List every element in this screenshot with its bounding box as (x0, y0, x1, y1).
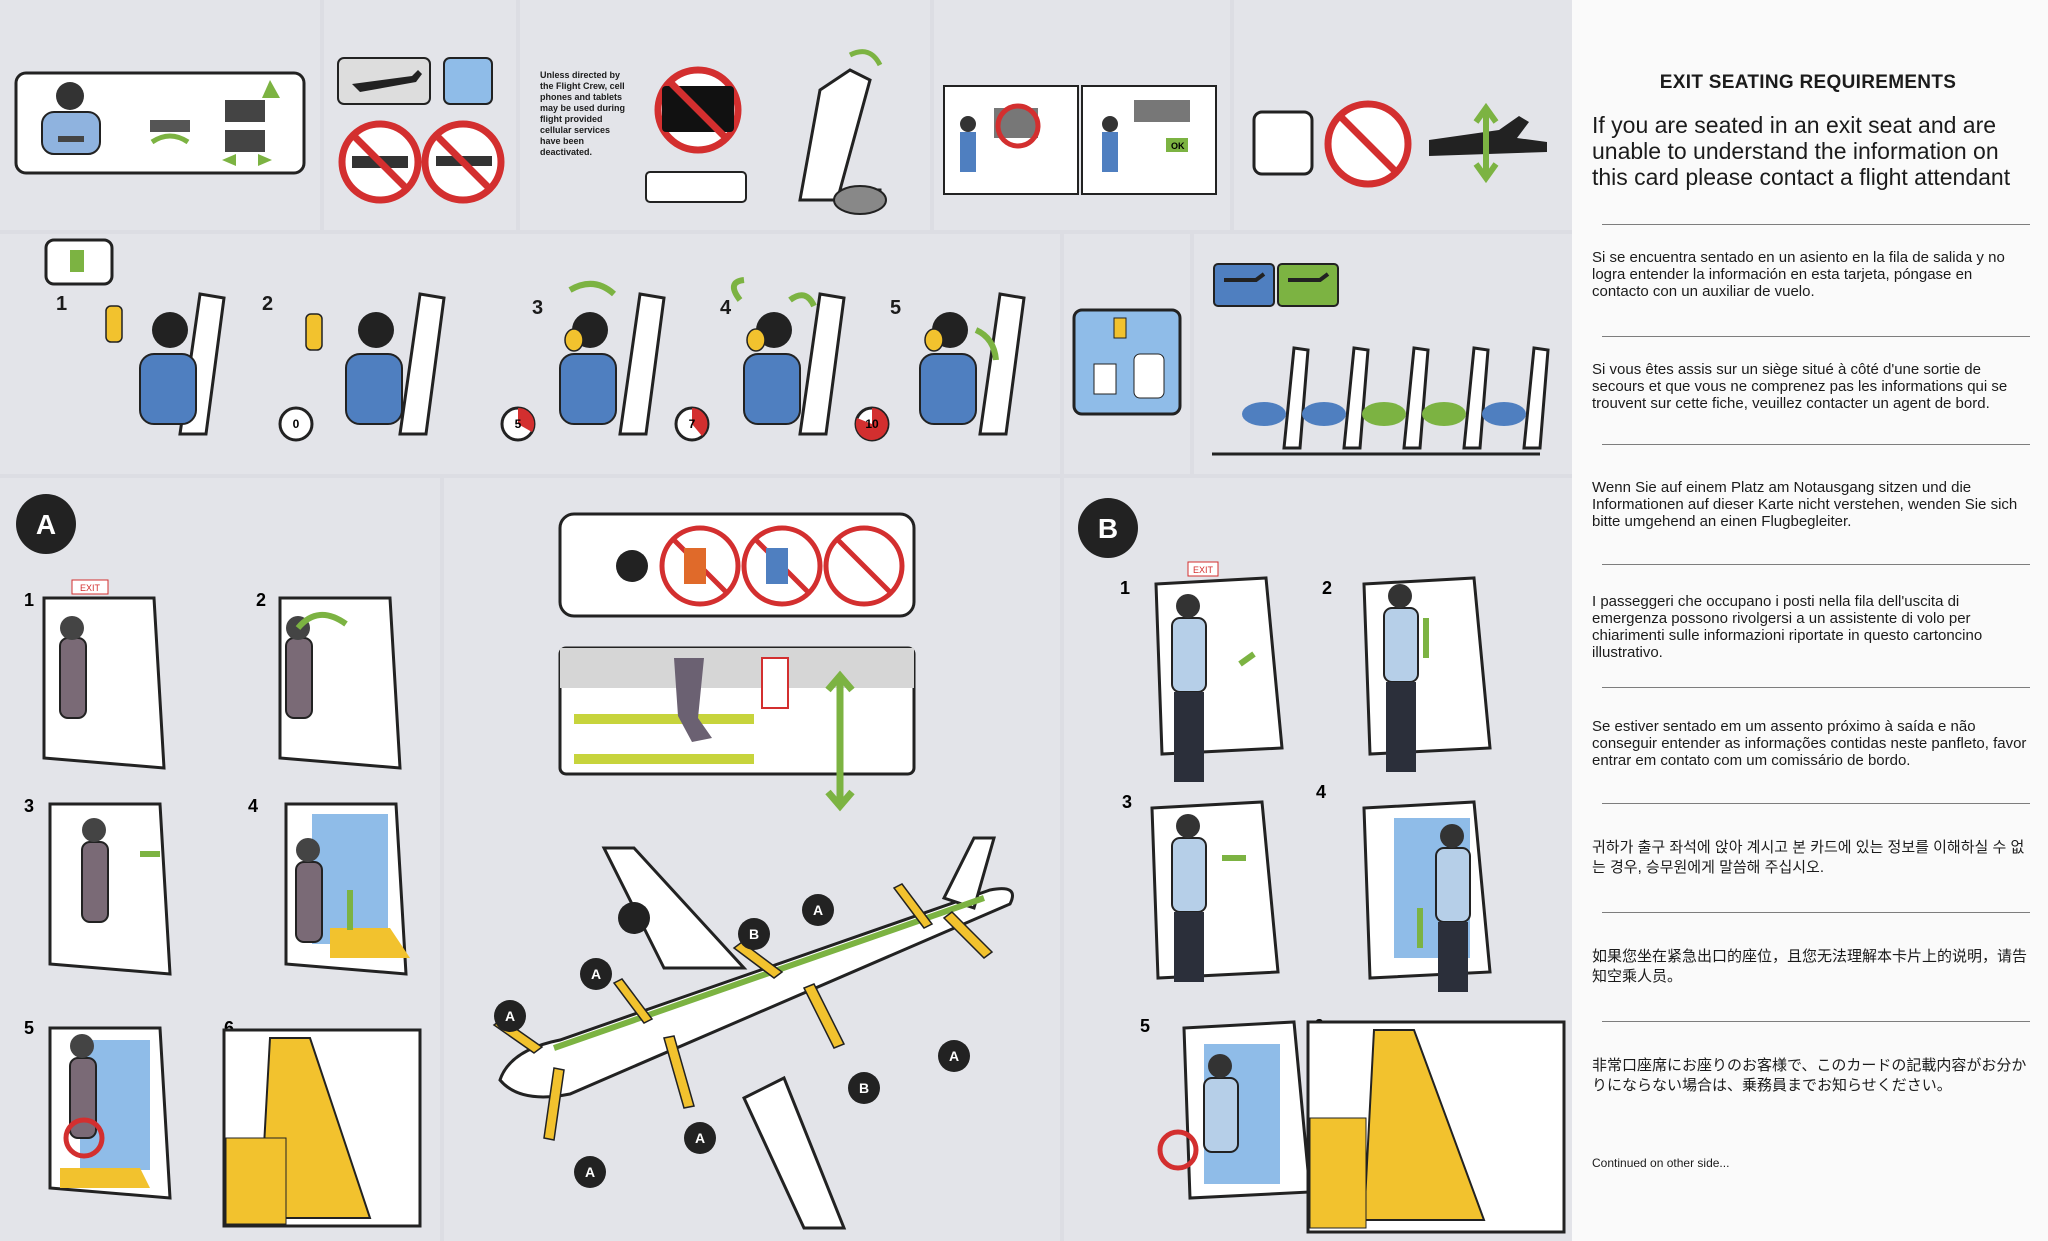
step-number: 3 (1122, 792, 1132, 812)
french-instruction: Si vous êtes assis sur un siège situé à … (1592, 361, 2008, 412)
exit-seating-requirements: EXIT SEATING REQUIREMENTS If you are sea… (1572, 0, 2048, 1241)
section-b-panel: B EXIT 1 2 3 4 5 6 (1064, 478, 1572, 1241)
japanese-instruction: 非常口座席にお座りのお客様で、このカードの記載内容がお分かりにならない場合は、乗… (1592, 1057, 2027, 1094)
timer-value: 5 (515, 417, 522, 431)
oxygen-mask-panel: 1 2 3 4 5 (0, 234, 1060, 474)
lavatory-oxygen-panel (1064, 234, 1190, 474)
continued-note: Continued on other side... (1592, 1156, 1730, 1170)
step-number: 4 (1316, 782, 1326, 802)
device-note: Unless directed by the Flight Crew, cell… (540, 70, 626, 157)
english-instruction: If you are seated in an exit seat and ar… (1592, 112, 2011, 190)
ok-label: OK (1171, 141, 1185, 151)
italian-instruction: I passeggeri che occupano i posti nella … (1592, 593, 1983, 661)
step-number: 6 (224, 1018, 234, 1038)
lavatory-oxygen-diagram (1072, 308, 1182, 416)
exit-label-b: B (859, 1080, 869, 1096)
oxygen-step-number: 5 (890, 297, 901, 319)
step-number: 1 (24, 590, 34, 610)
exit-label-a: A (813, 902, 823, 918)
aircraft-exits-panel: A A A A A A B B (444, 478, 1060, 1241)
timer-value: 7 (689, 417, 696, 431)
exit-sign-label: EXIT (80, 583, 101, 593)
portuguese-instruction: Se estiver sentado em um assento próximo… (1592, 718, 2027, 769)
aircraft-exits-diagram: A A A A A A B B (492, 512, 1014, 1230)
korean-instruction: 귀하가 출구 좌석에 앉아 계시고 본 카드에 있는 정보를 이해하실 수 없는… (1592, 839, 2025, 876)
section-a-badge: A (36, 509, 56, 540)
exit-label-b: B (749, 926, 759, 942)
no-smoking-panel (324, 0, 516, 230)
timer-value: 0 (293, 417, 300, 431)
divider (1602, 1021, 2030, 1022)
seat-upright-panel (1234, 0, 1572, 230)
exit-label-a: A (585, 1164, 595, 1180)
exit-sign-label: EXIT (1193, 565, 1214, 575)
divider (1602, 224, 2030, 225)
oxygen-step-number: 4 (720, 297, 732, 319)
oxygen-mask-diagram: 1 2 3 4 5 (44, 238, 1026, 442)
no-smoking-diagram (337, 57, 505, 204)
exit-label-a: A (949, 1048, 959, 1064)
exit-label-a: A (505, 1008, 515, 1024)
divider (1602, 803, 2030, 804)
step-number: 4 (248, 796, 258, 816)
step-number: 3 (24, 796, 34, 816)
step-number: 2 (256, 590, 266, 610)
brace-position-diagram (1212, 263, 1550, 456)
section-b-badge: B (1098, 513, 1118, 544)
exit-label-a: A (695, 1130, 705, 1146)
exit-label-a: A (591, 966, 601, 982)
divider (1602, 912, 2030, 913)
timer-value: 10 (865, 417, 879, 431)
overhead-bin-diagram: OK (943, 85, 1217, 195)
divider (1602, 444, 2030, 445)
seatbelt-panel (0, 0, 320, 230)
divider (1602, 336, 2030, 337)
seat-upright-diagram (1252, 100, 1547, 188)
electronics-panel: Unless directed by the Flight Crew, cell… (520, 0, 930, 230)
german-instruction: Wenn Sie auf einem Platz am Notausgang s… (1592, 479, 2018, 530)
divider (1602, 564, 2030, 565)
electronics-diagram (645, 49, 887, 215)
door-a-diagram: A EXIT 1 2 3 4 5 6 (16, 494, 422, 1228)
oxygen-step-number: 2 (262, 293, 273, 315)
requirements-title: EXIT SEATING REQUIREMENTS (1659, 72, 1957, 93)
divider (1602, 687, 2030, 688)
seatbelt-diagram (14, 71, 306, 175)
overhead-bin-panel: OK (934, 0, 1230, 230)
oxygen-step-number: 3 (532, 297, 543, 319)
step-number: 5 (24, 1018, 34, 1038)
brace-position-panel (1194, 234, 1572, 474)
step-number: 1 (1120, 578, 1130, 598)
chinese-instruction: 如果您坐在紧急出口的座位，且您无法理解本卡片上的说明，请告知空乘人员。 (1592, 948, 2028, 985)
oxygen-step-number: 1 (56, 293, 67, 315)
section-a-panel: A EXIT 1 2 3 4 5 6 (0, 478, 440, 1241)
spanish-instruction: Si se encuentra sentado en un asiento en… (1592, 249, 2005, 300)
step-number: 5 (1140, 1016, 1150, 1036)
door-b-diagram: B EXIT 1 2 3 4 5 6 (1078, 498, 1566, 1234)
step-number: 2 (1322, 578, 1332, 598)
